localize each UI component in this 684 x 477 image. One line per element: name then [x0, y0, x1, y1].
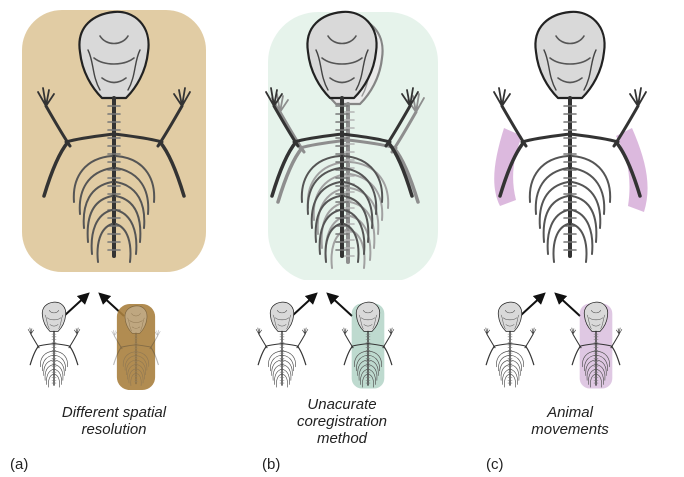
caption-line: Unacurate [228, 396, 456, 413]
panel-c: Animal movements (c) [456, 0, 684, 477]
panel-tag: (c) [486, 456, 504, 473]
caption-line: movements [456, 421, 684, 438]
panel-b: Unacurate coregistration method (b) [228, 0, 456, 477]
caption-line: Different spatial [0, 404, 228, 421]
caption-a: Different spatial resolution [0, 404, 228, 438]
caption-line: resolution [0, 421, 228, 438]
small-skeleton-reference [248, 300, 316, 392]
panel-a: Different spatial resolution (a) [0, 0, 228, 477]
panel-tag: (b) [262, 456, 280, 473]
caption-line: method [228, 430, 456, 447]
small-skeleton-reference [476, 300, 544, 392]
panel-tag: (a) [10, 456, 28, 473]
small-skeleton-target [562, 300, 630, 392]
small-skeleton-target [104, 304, 168, 390]
caption-b: Unacurate coregistration method [228, 396, 456, 447]
small-skeleton-reference [20, 300, 88, 392]
caption-c: Animal movements [456, 404, 684, 438]
caption-line: coregistration [228, 413, 456, 430]
caption-line: Animal [456, 404, 684, 421]
small-skeleton-target [334, 300, 402, 392]
